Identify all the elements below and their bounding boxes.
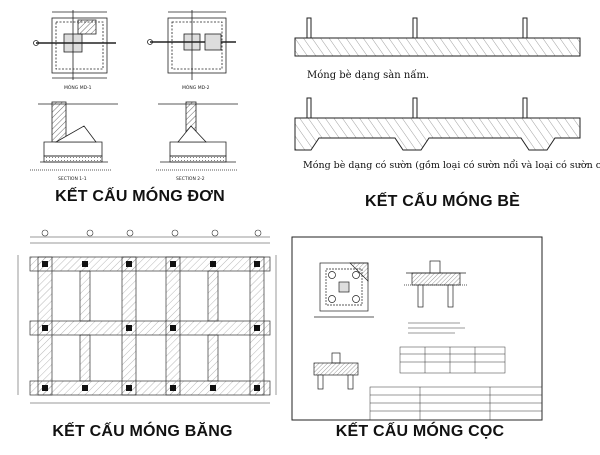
- pile-cap-plan: [314, 262, 374, 318]
- mong-bang-panel: KẾT CẤU MÓNG BĂNG: [0, 225, 285, 455]
- mong-don-caption: KẾT CẤU MÓNG ĐƠN: [55, 188, 225, 205]
- section-1-1: [30, 101, 118, 171]
- section1-label: SECTION 1-1: [58, 176, 87, 182]
- pile-lower-section: [313, 352, 359, 390]
- columns: [42, 261, 260, 391]
- mong-bang-caption: KẾT CẤU MÓNG BĂNG: [52, 423, 233, 440]
- flat-slab: [294, 17, 581, 57]
- mong-coc-panel: KẾT CẤU MÓNG CỌC: [290, 235, 600, 455]
- notes-table: [399, 322, 506, 374]
- pile-cap-section: [404, 260, 468, 308]
- plan-md2: [147, 10, 236, 80]
- title-block: [369, 386, 543, 421]
- axis-bubbles: [41, 229, 262, 237]
- ribbed-slab-note: Móng bè dạng có sườn (gồm loại có sườn n…: [303, 159, 600, 171]
- strip-footings: [29, 256, 271, 396]
- flat-slab-note: Móng bè dạng sàn nấm.: [307, 70, 429, 81]
- dimension-lines: [17, 236, 277, 404]
- section-2-2: [156, 101, 238, 171]
- plan-md1: [33, 10, 116, 80]
- mong-be-panel: Móng bè dạng sàn nấm. Móng bè dạng có sư…: [285, 0, 600, 220]
- plan-md1-label: MÓNG MD-1: [64, 84, 92, 91]
- mong-coc-caption: KẾT CẤU MÓNG CỌC: [335, 423, 505, 440]
- mong-bang-drawing: [17, 229, 277, 404]
- mong-be-drawing: Móng bè dạng sàn nấm. Móng bè dạng có sư…: [294, 17, 600, 171]
- ribbed-slab: [294, 97, 581, 151]
- mong-be-caption: KẾT CẤU MÓNG BÈ: [365, 193, 520, 210]
- plan-md2-label: MÓNG MD-2: [182, 84, 210, 91]
- mong-coc-drawing: [291, 236, 543, 421]
- mong-don-drawing: MÓNG MD-1 MÓNG MD-2 SECTION 1-1: [30, 10, 238, 182]
- mong-don-panel: MÓNG MD-1 MÓNG MD-2 SECTION 1-1: [0, 0, 280, 220]
- section2-label: SECTION 2-2: [176, 176, 205, 182]
- drawing-sheet: [291, 236, 543, 421]
